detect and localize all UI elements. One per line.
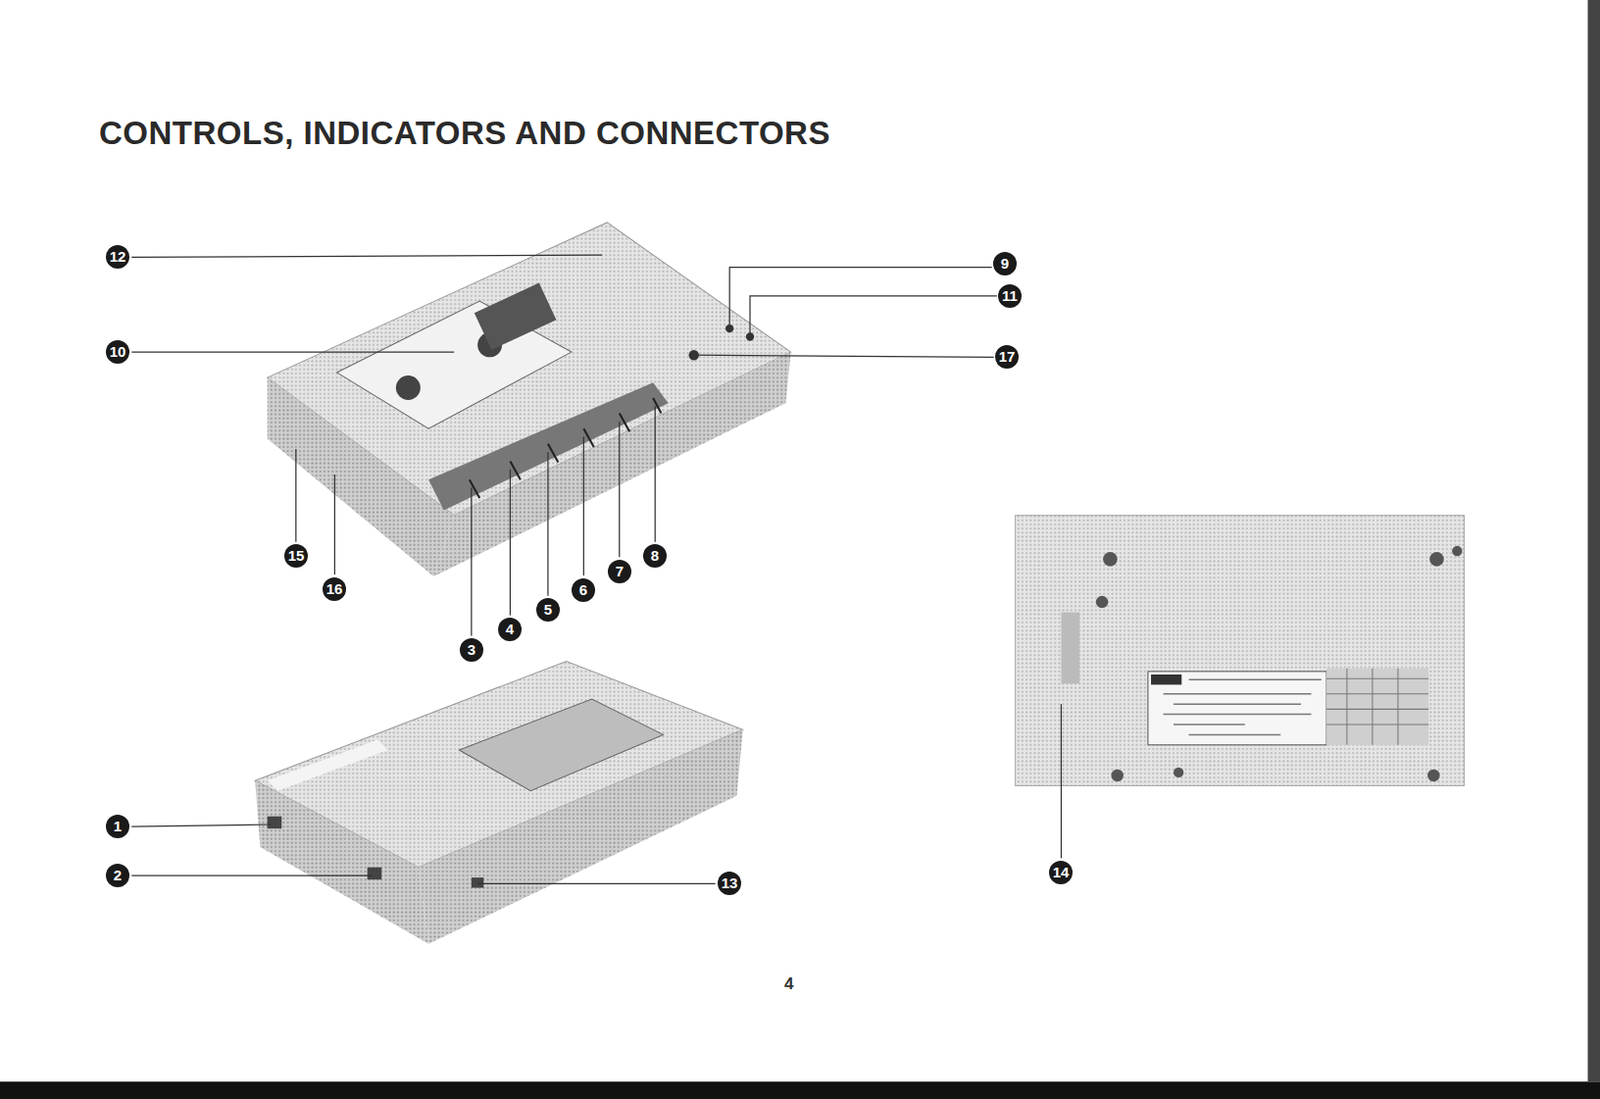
callout-number: 17	[995, 345, 1019, 369]
callout-number: 10	[105, 340, 130, 364]
callout-number: 6	[571, 578, 596, 602]
callout-number: 7	[607, 559, 632, 584]
page-title: CONTROLS, INDICATORS AND CONNECTORS	[99, 114, 831, 152]
callout-number: 11	[998, 284, 1022, 308]
callout-number: 13	[717, 871, 742, 896]
callout-number: 4	[498, 617, 522, 642]
page-number: 4	[784, 974, 794, 995]
callout-number: 14	[1049, 860, 1073, 885]
callout-number: 3	[459, 638, 484, 662]
callout-number: 15	[284, 544, 308, 568]
callout-number: 5	[536, 598, 560, 622]
callout-number: 1	[105, 814, 130, 839]
callout-number: 12	[105, 245, 130, 269]
callout-number: 2	[105, 863, 130, 888]
callout-number: 16	[322, 577, 347, 601]
callout-number: 9	[993, 251, 1017, 276]
callout-number: 8	[643, 544, 667, 568]
